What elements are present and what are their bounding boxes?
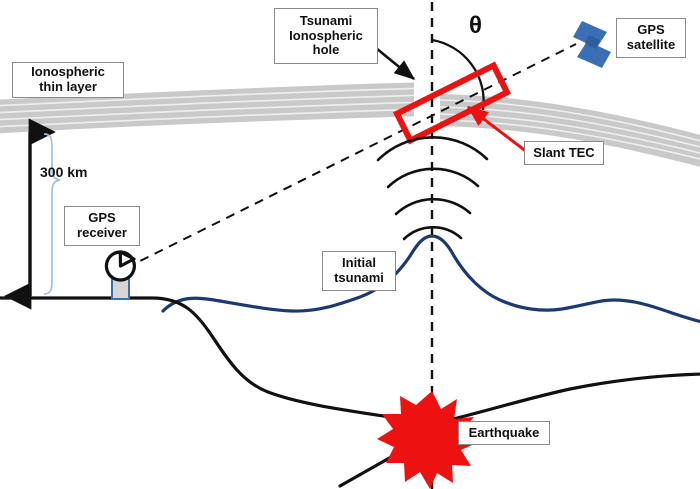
satellite-icon xyxy=(573,21,611,68)
label-earthquake: Earthquake xyxy=(458,421,550,445)
label-ionospheric-thin-layer: Ionospheric thin layer xyxy=(12,62,124,98)
antenna-dish-icon xyxy=(104,250,136,300)
label-initial-tsunami: Initial tsunami xyxy=(322,251,396,291)
acoustic-wave-arcs xyxy=(376,136,489,241)
slant-tec-pointer xyxy=(467,105,528,154)
land-and-seafloor xyxy=(0,296,434,426)
starburst-icon xyxy=(377,391,479,489)
slant-ray-dashed xyxy=(125,43,577,269)
tsunami-hole-pointer xyxy=(370,42,416,81)
altitude-annotation: 300 km xyxy=(40,164,88,180)
label-slant-tec: Slant TEC xyxy=(524,141,604,165)
overriding-plate xyxy=(430,372,700,426)
slant-tec-box xyxy=(392,61,512,145)
label-gps-satellite: GPS satellite xyxy=(616,18,686,58)
theta-angle-annotation: θ xyxy=(469,12,482,39)
altitude-brace xyxy=(43,133,61,295)
tsunami-sea-surface xyxy=(161,234,700,324)
label-tsunami-ionospheric-hole: Tsunami Ionospheric hole xyxy=(274,8,378,64)
label-gps-receiver: GPS receiver xyxy=(64,206,140,246)
theta-angle-arc xyxy=(431,38,485,111)
